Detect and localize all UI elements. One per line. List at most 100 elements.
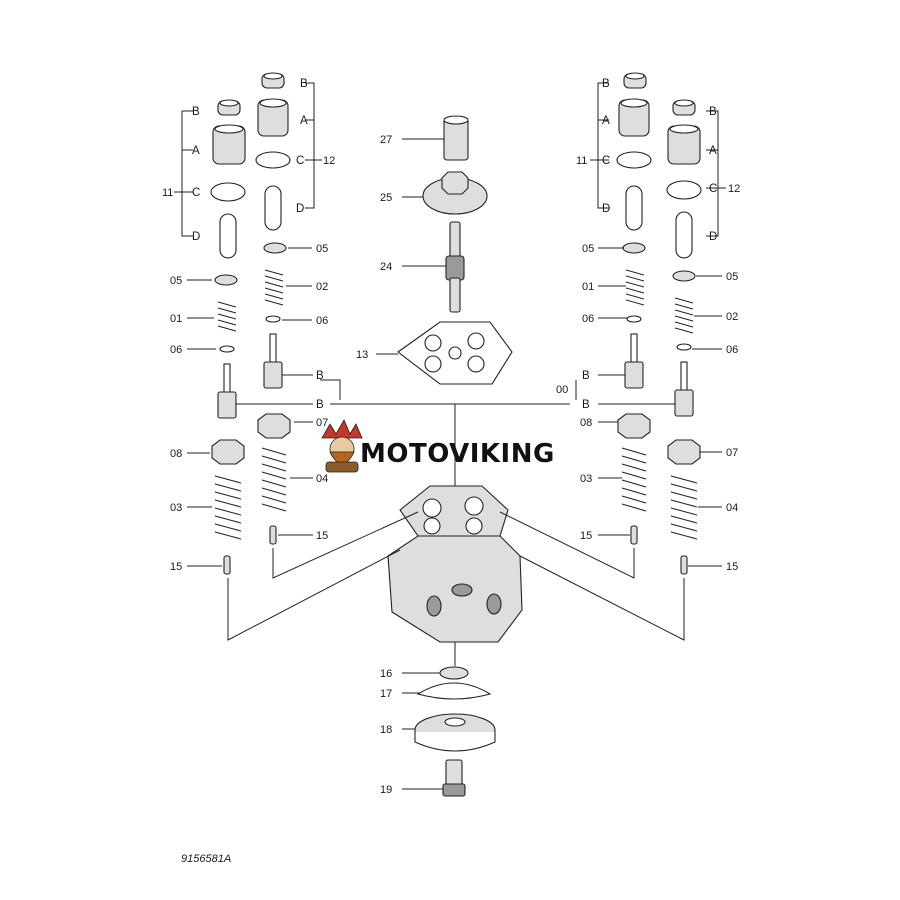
plunger-stem-part: [269, 333, 277, 365]
bracket-12-right: [706, 110, 726, 237]
label-12: 12: [728, 183, 740, 195]
valve-body-boss: [486, 593, 502, 615]
valve-body-top: [399, 485, 509, 537]
label-15: 15: [316, 530, 328, 542]
left-inner-stack: [255, 72, 291, 545]
label-17: 17: [380, 688, 392, 700]
label-b: B: [602, 78, 610, 90]
label-07: 07: [726, 447, 738, 459]
washer-part: [626, 315, 642, 323]
plug-cap-top: [674, 99, 694, 107]
label-d: D: [602, 203, 610, 215]
label-c: C: [602, 155, 610, 167]
label-06: 06: [316, 315, 328, 327]
large-spring-part: [670, 475, 698, 540]
o-ring-part: [255, 151, 291, 169]
leaders-right-outer: [688, 275, 722, 567]
label-19: 19: [380, 784, 392, 796]
large-spring-part: [621, 447, 647, 512]
label-08: 08: [580, 417, 592, 429]
plunger-body-part: [624, 361, 644, 389]
label-c: C: [709, 183, 717, 195]
label-25: 25: [380, 192, 392, 204]
label-15: 15: [170, 561, 182, 573]
plate-hole-center: [448, 346, 462, 360]
label-a: A: [300, 115, 308, 127]
label-03: 03: [580, 473, 592, 485]
snap-ring-part: [214, 274, 238, 286]
label-b: B: [316, 370, 324, 382]
label-27: 27: [380, 134, 392, 146]
v-lines-right: [499, 511, 685, 641]
snap-ring-part: [622, 242, 646, 254]
valve-port: [423, 517, 441, 535]
snap-ring-part: [672, 270, 696, 282]
plate-hole: [467, 332, 485, 350]
seal-part: [439, 666, 469, 680]
cover-rim: [414, 732, 496, 752]
label-15: 15: [726, 561, 738, 573]
plug-body-top: [214, 124, 244, 134]
label-06: 06: [726, 344, 738, 356]
valve-port: [465, 517, 483, 535]
label-02: 02: [726, 311, 738, 323]
pin-part: [630, 525, 638, 545]
sleeve-part: [219, 213, 237, 259]
label-07: 07: [316, 417, 328, 429]
label-08: 08: [170, 448, 182, 460]
label-05: 05: [316, 243, 328, 255]
right-outer-stack: [666, 99, 702, 575]
plunger-body-part: [263, 361, 283, 389]
plate-hole: [424, 334, 442, 352]
label-b: B: [582, 370, 590, 382]
right-labels: B B A A C C D D 11 12 05 05 01 02 06 06 …: [556, 78, 740, 573]
bracket-11-right: [590, 82, 609, 209]
label-01: 01: [582, 281, 594, 293]
bracket-11-left: [174, 110, 193, 237]
plug-body-top: [669, 124, 699, 134]
left-outer-stack: [210, 99, 246, 575]
boot-part: [416, 682, 492, 700]
label-c: C: [192, 187, 200, 199]
valve-port: [422, 498, 442, 518]
label-24: 24: [380, 261, 392, 273]
washer-part: [676, 343, 692, 351]
large-spring-part: [214, 475, 242, 540]
bracket-12-left: [305, 82, 322, 209]
o-ring-part: [666, 180, 702, 200]
o-ring-part: [210, 182, 246, 202]
valve-port: [464, 496, 484, 516]
label-b: B: [192, 106, 200, 118]
plate-hole: [467, 355, 485, 373]
plug-cap-top: [263, 72, 283, 80]
coupling-nut-top: [443, 115, 469, 125]
plug-cap-top: [219, 99, 239, 107]
nut-part: [617, 413, 651, 439]
leaders-center: [376, 138, 446, 790]
nut-part: [257, 413, 291, 439]
drawing-number: 9156581A: [181, 853, 231, 865]
label-d: D: [709, 231, 717, 243]
joint-shaft-coupler: [445, 255, 465, 281]
label-a: A: [709, 145, 717, 157]
spring-part: [217, 301, 237, 332]
plug-body-top: [259, 98, 287, 108]
plug-cap-top: [625, 72, 645, 80]
nut-part: [667, 439, 701, 465]
label-c: C: [296, 155, 304, 167]
pin-part: [269, 525, 277, 545]
label-15: 15: [580, 530, 592, 542]
valve-body-boss: [451, 583, 473, 597]
label-06: 06: [582, 313, 594, 325]
label-13: 13: [356, 349, 368, 361]
label-04: 04: [316, 473, 328, 485]
label-03: 03: [170, 502, 182, 514]
watermark-text: MOTOVIKING: [360, 439, 555, 469]
plunger-stem-part: [630, 333, 638, 365]
label-06: 06: [170, 344, 182, 356]
leaders-right-inner: [598, 247, 630, 536]
label-a: A: [192, 145, 200, 157]
plunger-body-part: [674, 389, 694, 417]
sleeve-part: [675, 211, 693, 259]
